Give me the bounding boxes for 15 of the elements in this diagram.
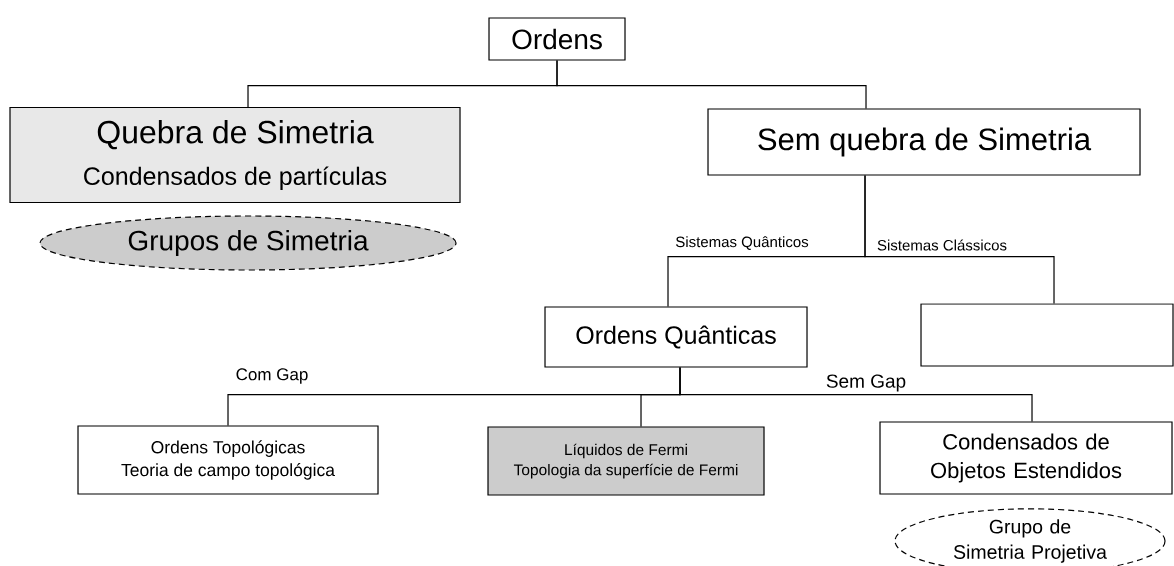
category-box: Quebra de Simetria Condensados de partículas xyxy=(9,106,461,204)
process-box: Condensados de Objetos Estendidos xyxy=(879,421,1173,495)
edge-label: Sem Gap xyxy=(826,374,906,392)
connector xyxy=(556,60,867,109)
connector xyxy=(679,367,1033,422)
empty-box xyxy=(920,303,1174,367)
process-box: Líquidos de Fermi Topologia da superfície de Fermi xyxy=(487,426,765,496)
process-box: Ordens Topológicas Teoria de campo topológica xyxy=(77,425,379,495)
connector xyxy=(864,175,1055,304)
edge-label: Com Gap xyxy=(236,368,308,384)
edge-label: Sistemas Quânticos xyxy=(676,236,809,250)
category-box: Sem quebra de Simetria xyxy=(707,108,1141,176)
edge-label: Sistemas Clássicos xyxy=(877,239,1007,251)
process-box: Ordens Quânticas xyxy=(544,306,808,368)
title-box: Ordens xyxy=(488,17,626,61)
